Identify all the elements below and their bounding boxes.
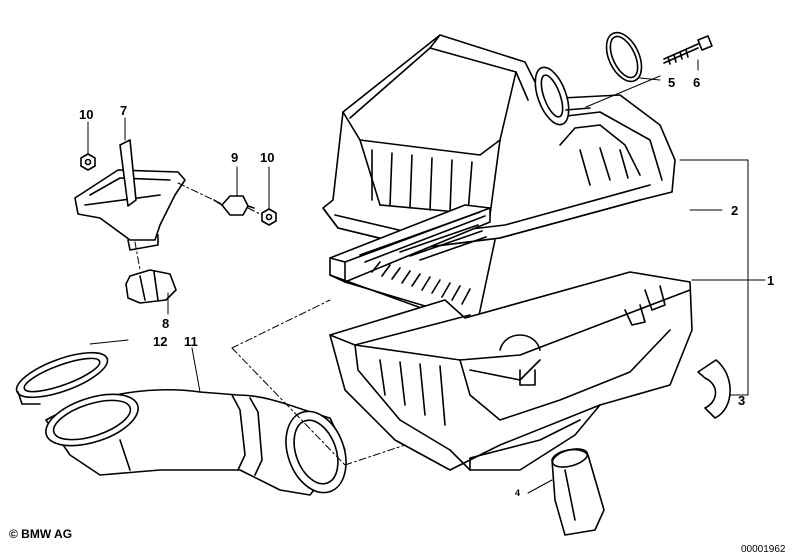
nut-10-right <box>261 208 277 226</box>
callout-10-left: 10 <box>79 107 94 122</box>
intake-boot-11 <box>45 389 347 496</box>
callout-7: 7 <box>120 103 128 118</box>
callout-12: 12 <box>153 334 168 349</box>
callout-10-right: 10 <box>260 150 275 165</box>
callout-1: 1 <box>767 273 775 288</box>
callout-11: 11 <box>184 334 198 349</box>
diagram-number: 00001962 <box>741 544 786 555</box>
callout-5: 5 <box>668 75 676 90</box>
housing-lid <box>322 34 676 249</box>
connector-8 <box>125 269 177 304</box>
callout-3: 3 <box>738 393 746 408</box>
lower-housing <box>329 271 693 471</box>
intake-duct-4 <box>551 448 605 536</box>
bracket-7 <box>74 139 186 251</box>
copyright-text: © BMW AG <box>9 527 73 541</box>
callout-4: 4 <box>515 488 521 498</box>
callout-2: 2 <box>731 203 739 218</box>
filter-element <box>329 204 496 323</box>
bolt-6 <box>663 35 713 65</box>
rubber-mount-9 <box>213 195 255 216</box>
ring-12 <box>15 351 109 405</box>
callout-8: 8 <box>162 316 170 331</box>
leader-lines <box>87 59 766 494</box>
nut-10-left <box>80 153 96 171</box>
dash-dot-lines <box>134 182 406 466</box>
callout-9: 9 <box>231 150 239 165</box>
seal-ring-5 <box>605 31 643 83</box>
clip-3 <box>697 359 731 419</box>
callout-6: 6 <box>693 75 701 90</box>
